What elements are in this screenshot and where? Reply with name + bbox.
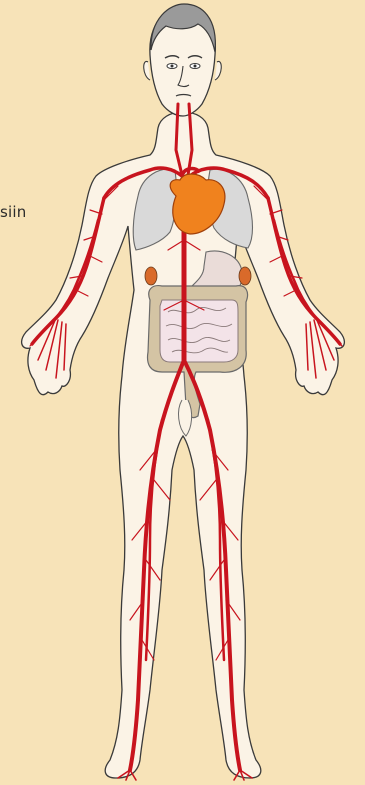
kidney-right xyxy=(239,267,251,285)
head xyxy=(144,4,222,116)
kidney-left xyxy=(145,267,157,285)
